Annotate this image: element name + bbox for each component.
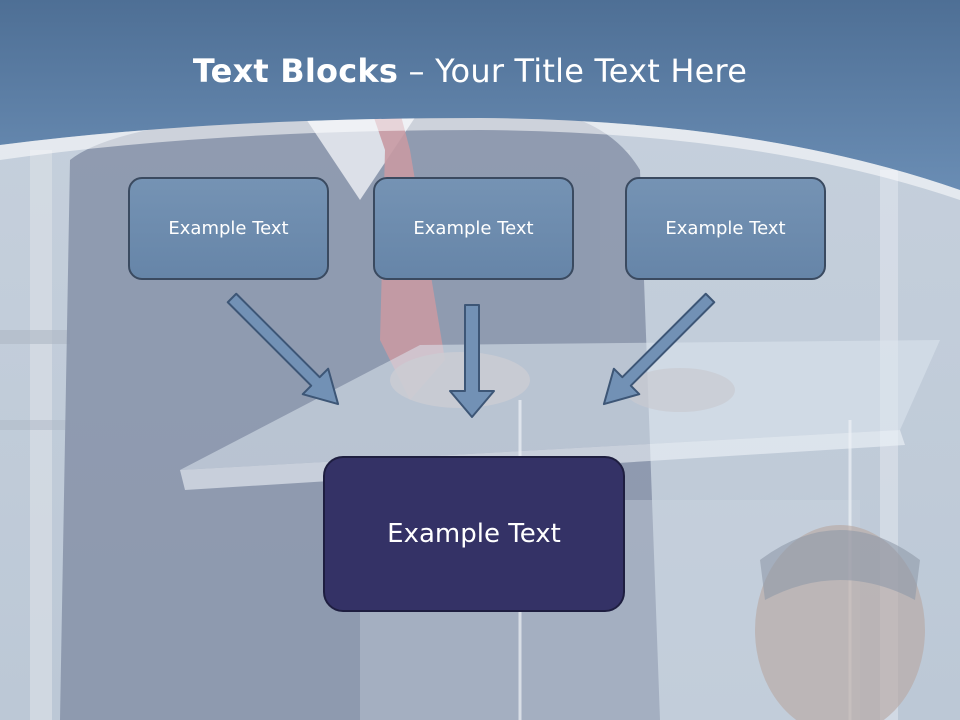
slide-title: Text Blocks – Your Title Text Here	[0, 52, 940, 90]
title-bold: Text Blocks	[192, 52, 399, 90]
text-block-2[interactable]: Example Text	[373, 177, 574, 280]
main-text-block[interactable]: Example Text	[323, 456, 625, 612]
text-block-3-label: Example Text	[665, 218, 786, 239]
text-block-2-label: Example Text	[413, 218, 534, 239]
arrow-center	[449, 304, 495, 418]
title-separator: –	[398, 52, 436, 90]
text-block-1-label: Example Text	[168, 218, 289, 239]
text-block-1[interactable]: Example Text	[128, 177, 329, 280]
arrow-left	[226, 292, 340, 406]
arrow-right	[602, 292, 716, 406]
text-block-3[interactable]: Example Text	[625, 177, 826, 280]
title-rest: Your Title Text Here	[435, 52, 748, 90]
main-text-block-label: Example Text	[387, 519, 561, 549]
